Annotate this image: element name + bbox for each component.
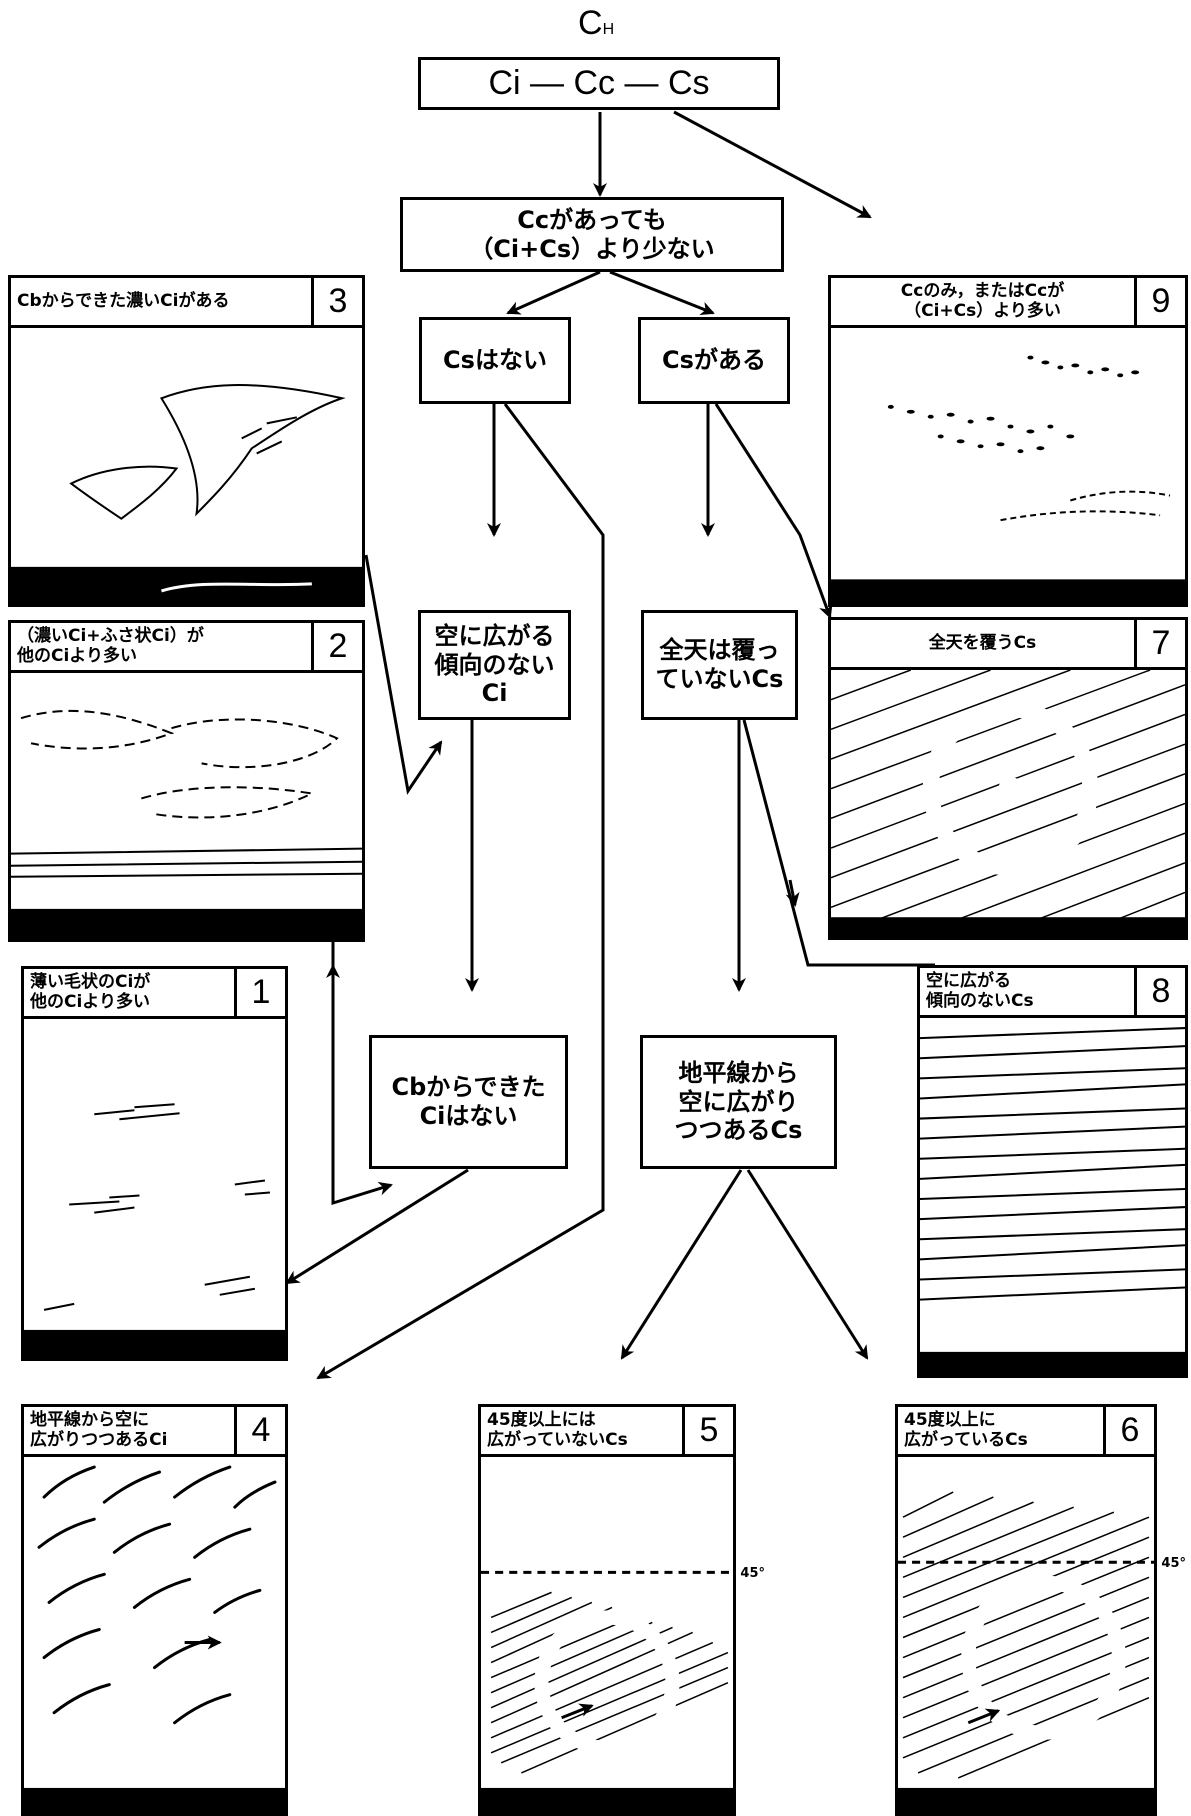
arrow-csnone-to-4	[316, 403, 605, 1380]
node-cs-not-whole-sky: 全天は覆っ ていないCs	[641, 610, 798, 720]
panel-caption: 45度以上には 広がっていないCs	[481, 1407, 685, 1457]
node-ci-not-spreading: 空に広がる 傾向のない Ci	[418, 610, 571, 720]
panel-caption: 地平線から空に 広がりつつあるCi	[24, 1407, 237, 1457]
cloud-panel-6: 45度以上に 広がっているCs 6 45°	[895, 1404, 1186, 1816]
cloud-illustration	[11, 673, 362, 939]
node-no-ci-from-cb: Cbからできた Ciはない	[369, 1035, 568, 1169]
arrow-csexists-to-7	[714, 403, 833, 619]
genera-box: Ci — Cc — Cs	[418, 57, 780, 110]
arrow-cc-to-cs-none	[506, 270, 601, 315]
cloud-panel-7: 全天を覆うCs 7	[828, 617, 1188, 940]
node-cc-less: Ccがあっても （Ci+Cs）より少ない	[400, 197, 784, 272]
cloud-illustration	[920, 1018, 1185, 1375]
panel-caption: 45度以上に 広がっているCs	[898, 1407, 1106, 1457]
cloud-illustration	[24, 1019, 285, 1358]
panel-number: 5	[685, 1407, 733, 1457]
arrow-p3-to-ci	[364, 554, 443, 795]
arrow-spreading-to-6	[746, 1169, 869, 1360]
cloud-illustration	[831, 670, 1185, 937]
cloud-panel-3: Cbからできた濃いCiがある 3	[8, 275, 365, 607]
angle-label-45: 45°	[740, 1566, 765, 1581]
panel-number: 9	[1137, 278, 1185, 328]
panel-number: 2	[314, 623, 362, 673]
panel-number: 8	[1137, 968, 1185, 1018]
panel-number: 6	[1106, 1407, 1154, 1457]
panel-number: 3	[314, 278, 362, 328]
cloud-panel-9: Ccのみ，またはCcが （Ci+Cs）より多い 9	[828, 275, 1188, 607]
panel-caption: Ccのみ，またはCcが （Ci+Cs）より多い	[831, 278, 1137, 328]
ch-title-main: C	[578, 4, 603, 42]
cloud-panel-1: 薄い毛状のCiが 他のCiより多い 1	[21, 966, 288, 1361]
ch-title-sub: H	[602, 21, 615, 38]
cloud-panel-2: （濃いCi+ふさ状Ci）が 他のCiより多い 2	[8, 620, 365, 942]
panel-number: 4	[237, 1407, 285, 1457]
node-cs-none: Csはない	[419, 317, 571, 404]
panel-caption: Cbからできた濃いCiがある	[11, 278, 314, 328]
ch-title: CH	[578, 4, 614, 43]
arrow-genera-to-9	[673, 110, 872, 219]
panel-caption: 全天を覆うCs	[831, 620, 1137, 670]
cloud-panel-5: 45度以上には 広がっていないCs 5 45°	[478, 1404, 765, 1816]
node-cs-exists: Csがある	[638, 317, 790, 404]
cloud-panel-4: 地平線から空に 広がりつつあるCi 4	[21, 1404, 288, 1816]
panel-number: 1	[237, 969, 285, 1019]
panel-number: 7	[1137, 620, 1185, 670]
cloud-panel-8: 空に広がる 傾向のないCs 8	[917, 965, 1188, 1378]
panel-caption: 薄い毛状のCiが 他のCiより多い	[24, 969, 237, 1019]
cloud-illustration	[831, 328, 1185, 604]
arrow-to-8-head	[785, 879, 800, 907]
cloud-illustration	[24, 1457, 285, 1813]
cloud-illustration	[481, 1457, 733, 1813]
arrow-cc-to-cs-exists	[609, 270, 715, 316]
arrow-spreading-to-5	[620, 1169, 743, 1360]
cloud-illustration	[898, 1457, 1154, 1813]
arrow-csnotwhole-to-8	[742, 719, 935, 967]
angle-label-45: 45°	[1161, 1556, 1186, 1571]
panel-caption: （濃いCi+ふさ状Ci）が 他のCiより多い	[11, 623, 314, 673]
cloud-illustration	[11, 328, 362, 604]
arrow-nocb-to-p1	[285, 1168, 469, 1285]
panel-caption: 空に広がる 傾向のないCs	[920, 968, 1137, 1018]
node-cs-spreading: 地平線から 空に広がり つつあるCs	[640, 1035, 837, 1169]
